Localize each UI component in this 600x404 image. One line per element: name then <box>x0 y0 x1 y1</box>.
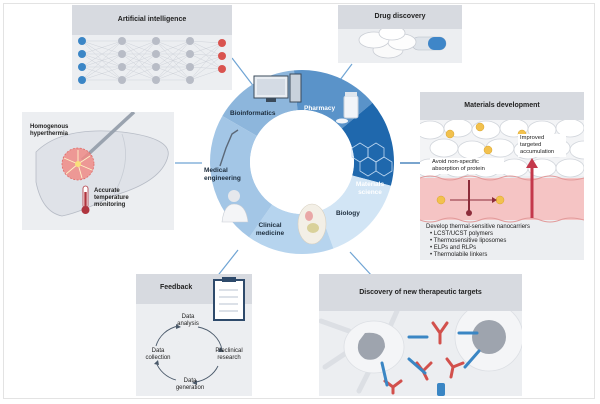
feedback-cycle <box>154 277 245 385</box>
nn-edge <box>189 42 223 81</box>
nn-output-node <box>218 39 226 47</box>
ring-center <box>250 110 354 214</box>
antibody-icons <box>380 321 481 396</box>
nn-output-node <box>218 52 226 60</box>
panel-artificial-intelligence: Artificial intelligence <box>72 5 232 90</box>
panel-title: Materials development <box>420 92 584 120</box>
nn-edge <box>189 42 223 55</box>
nn-edge <box>155 40 191 68</box>
note-improved-accumulation: Improved targeted accumulation <box>518 134 566 157</box>
nn-edge <box>121 40 157 55</box>
nn-hidden-node <box>118 76 126 84</box>
cycle-preclinical-research: Preclinical research <box>215 348 243 361</box>
nanocarrier-item: • Thermosensitive liposomes <box>430 238 507 244</box>
nn-edge <box>155 66 191 81</box>
segment-label-clinical-medicine: Clinical medicine <box>255 222 285 237</box>
nn-edge <box>189 55 223 81</box>
nn-output-node <box>218 65 226 73</box>
cycle-data-generation: Data generation <box>175 378 205 391</box>
nn-edge <box>189 42 223 68</box>
label-homogenous-hyperthermia: Homogenous hyperthermia <box>30 124 69 137</box>
ring-segment-biology <box>319 175 391 249</box>
feedback-title: Feedback <box>160 284 193 291</box>
segment-label-bioinformatics: Bioinformatics <box>230 110 276 117</box>
panel-materials-development: Materials development Avoid non-specific… <box>420 92 584 260</box>
robotic-arm-icon <box>219 129 239 167</box>
nn-edge <box>121 40 157 81</box>
clipboard-icon <box>213 277 245 321</box>
nn-input-node <box>78 50 86 58</box>
nn-edge <box>81 66 123 81</box>
ring-icons <box>219 73 393 245</box>
panel-drug-discovery: Drug discovery <box>338 5 462 63</box>
ring-segment-materials-science <box>341 102 394 186</box>
thermometer-icon <box>81 185 90 214</box>
nn-hidden-node <box>152 50 160 58</box>
human-body-icon <box>297 203 327 245</box>
nn-hidden-node <box>152 76 160 84</box>
nn-input-node <box>78 37 86 45</box>
nn-input-node <box>78 63 86 71</box>
cycle-data-collection: Data collection <box>145 348 171 361</box>
panel-title: Discovery of new therapeutic targets <box>319 274 522 311</box>
nn-hidden-node <box>186 63 194 71</box>
computer-icon <box>253 73 302 103</box>
ring-segment-medical-engineering <box>210 116 273 238</box>
nn-edge <box>189 68 223 81</box>
segment-label-biology: Biology <box>336 210 360 217</box>
doctor-icon <box>221 190 249 223</box>
nanocarrier-item: • LCST/UCST polymers <box>430 231 494 237</box>
nanocarrier-heading: Develop thermal-sensitive nanocarriers <box>426 224 531 230</box>
panel-title: Artificial intelligence <box>72 5 232 35</box>
nanocarrier-item: • Thermolabile linkers <box>430 252 488 258</box>
nn-hidden-node <box>152 63 160 71</box>
segment-label-materials-science: Materials science <box>355 181 385 196</box>
nn-hidden-node <box>118 63 126 71</box>
nn-edge <box>155 53 191 81</box>
nn-edge <box>81 40 123 55</box>
nn-hidden-node <box>186 50 194 58</box>
nanocarrier-item: • ELPs and RLPs <box>430 245 477 251</box>
nn-edge <box>121 53 157 81</box>
panel-discovery-targets: Discovery of new therapeutic targets <box>319 274 522 396</box>
nn-edge <box>81 40 123 81</box>
pills-icon <box>358 29 447 59</box>
nn-hidden-node <box>186 37 194 45</box>
nn-edge <box>155 40 191 55</box>
segment-label-pharmacy: Pharmacy <box>304 105 336 112</box>
antibody-illustration <box>319 311 522 396</box>
nn-hidden-node <box>152 37 160 45</box>
nn-hidden-node <box>186 76 194 84</box>
liver-illustration <box>35 112 169 217</box>
segment-label-medical-engineering: Medical engineering <box>204 167 241 182</box>
neural-network-icon <box>78 37 226 84</box>
panel-feedback: Feedback Data analysis Preclinical resea… <box>136 274 252 396</box>
nn-edge <box>155 40 191 81</box>
panel-title: Drug discovery <box>338 5 462 29</box>
nn-edge <box>121 40 157 68</box>
discipline-ring <box>210 70 394 254</box>
nn-edge <box>81 40 123 68</box>
nn-edge <box>189 40 223 44</box>
note-avoid-absorption: Avoid non-specific absorption of protein <box>430 158 504 174</box>
hexagon-lattice-icon <box>351 142 393 177</box>
nn-hidden-node <box>118 37 126 45</box>
panel-hyperthermia: Homogenous hyperthermia Accurate tempera… <box>22 112 174 230</box>
tissue-illustration <box>420 120 584 223</box>
label-temperature-monitoring: Accurate temperature monitoring <box>94 188 129 208</box>
medicine-bottle-icon <box>336 92 359 124</box>
nn-edge <box>121 66 157 81</box>
connector-discovery <box>349 251 373 277</box>
nn-edge <box>81 53 123 81</box>
nn-hidden-node <box>118 50 126 58</box>
nn-input-node <box>78 76 86 84</box>
cycle-data-analysis: Data analysis <box>177 314 199 327</box>
